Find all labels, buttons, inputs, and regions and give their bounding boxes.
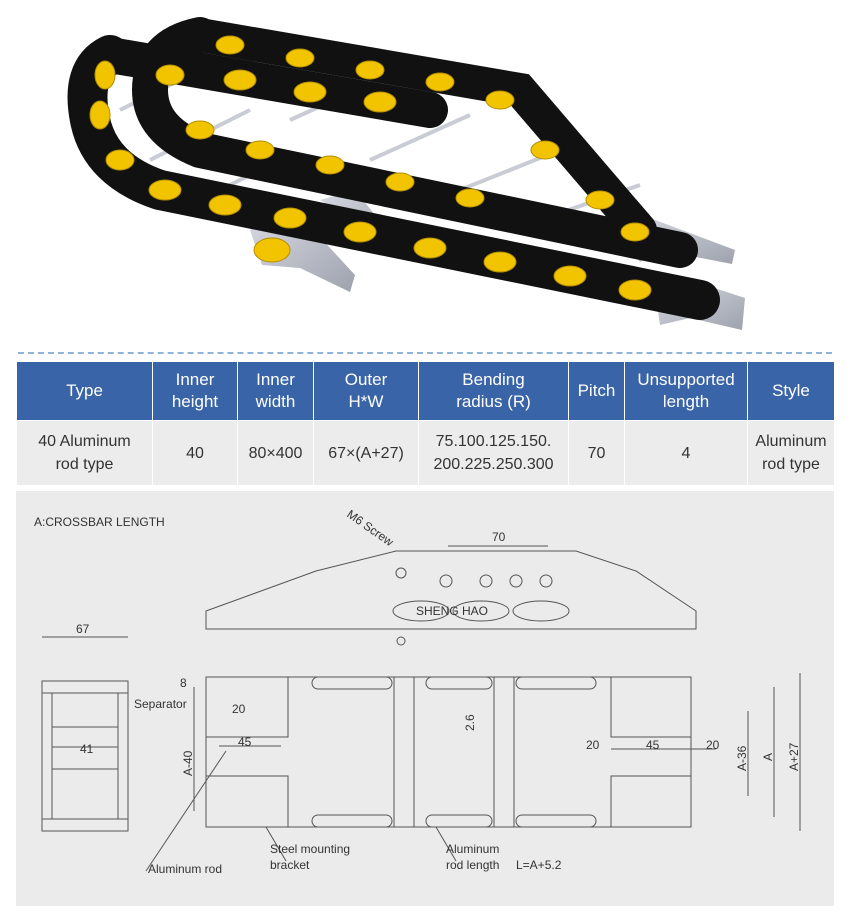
- dim-41-label: 41: [80, 742, 94, 756]
- dim-45b-label: 45: [646, 738, 660, 752]
- cable-carrier-illustration: [67, 17, 745, 330]
- header-label: Pitch: [577, 381, 616, 400]
- header-outer-hw: Outer H*W: [313, 361, 419, 421]
- bracket-label-line2: bracket: [270, 858, 310, 872]
- end-cover-left: [253, 237, 291, 263]
- header-label: Inner height: [171, 370, 219, 411]
- dim-20b-label: 20: [586, 738, 600, 752]
- cell-style: Aluminum rod type: [747, 420, 835, 486]
- header-inner-width: Inner width: [237, 361, 314, 421]
- dim-a-label: A: [761, 753, 775, 761]
- bracket-label-line1: Steel mounting: [270, 842, 350, 856]
- header-label: Inner width: [255, 370, 296, 411]
- header-inner-height: Inner height: [152, 361, 238, 421]
- spec-table: Type Inner height Inner width Outer H*W …: [16, 361, 835, 486]
- cell-value: 67×(A+27): [328, 444, 404, 462]
- header-label: Outer H*W: [344, 370, 388, 411]
- cell-inner-width: 80×400: [237, 420, 314, 486]
- rod-length-label-line1: Aluminum: [446, 842, 499, 856]
- cell-value: Aluminum rod type: [755, 433, 827, 473]
- header-bending-radius: Bending radius (R): [418, 361, 569, 421]
- drawing-title: A:CROSSBAR LENGTH: [34, 515, 165, 529]
- cell-value: 40: [186, 444, 204, 462]
- dim-20-label: 20: [232, 702, 246, 716]
- rod-length-label-line2: rod length: [446, 858, 499, 872]
- table-row: 40 Aluminum rod type 40 80×400 67×(A+27)…: [16, 420, 835, 486]
- technical-drawing: A:CROSSBAR LENGTH M6 Screw 70 67 8 Separ…: [16, 491, 834, 906]
- link-1: [392, 600, 450, 622]
- aluminum-rod-label: Aluminum rod: [148, 862, 222, 876]
- link-3: [512, 600, 570, 622]
- dim-20c-label: 20: [706, 738, 720, 752]
- cell-bending-radius: 75.100.125.150. 200.225.250.300: [418, 420, 569, 486]
- cell-type: 40 Aluminum rod type: [16, 420, 153, 486]
- cell-value: 40 Aluminum rod type: [38, 433, 131, 473]
- header-label: Type: [66, 381, 103, 400]
- link-2: [452, 600, 510, 622]
- header-type: Type: [16, 361, 153, 421]
- header-label: Bending radius (R): [456, 370, 531, 411]
- dim-45-label: 45: [238, 735, 252, 749]
- header-label: Style: [772, 381, 810, 400]
- cell-outer-hw: 67×(A+27): [313, 420, 419, 486]
- product-photo: [0, 0, 850, 345]
- section-divider: [18, 352, 832, 354]
- brand-mark-1: SHENG HAO: [416, 604, 488, 618]
- header-pitch: Pitch: [568, 361, 625, 421]
- drawing-svg: A:CROSSBAR LENGTH M6 Screw 70 67 8 Separ…: [34, 507, 801, 876]
- dim-a27-label: A+27: [787, 742, 801, 771]
- dim-2-6-label: 2.6: [463, 714, 477, 731]
- dim-a40-label: A-40: [181, 750, 195, 776]
- header-label: Unsupported length: [637, 370, 735, 411]
- bracket-elevation: [205, 550, 697, 630]
- cell-value: 70: [587, 444, 606, 462]
- end-view-outline: [41, 680, 129, 832]
- cell-value: 4: [681, 444, 691, 462]
- header-unsupported-length: Unsupported length: [624, 361, 748, 421]
- separator-label: Separator: [134, 697, 187, 711]
- cell-unsupported-length: 4: [624, 420, 748, 486]
- m6-screw-label: M6 Screw: [344, 507, 396, 549]
- dim-8-label: 8: [180, 676, 187, 690]
- dim-a36-label: A-36: [735, 745, 749, 771]
- header-style: Style: [747, 361, 835, 421]
- spec-header-row: Type Inner height Inner width Outer H*W …: [16, 361, 835, 421]
- cell-value: 80×400: [248, 444, 303, 462]
- cell-pitch: 70: [568, 420, 625, 486]
- rod-length-formula: L=A+5.2: [516, 858, 562, 872]
- dim-pitch-label: 70: [492, 530, 506, 544]
- dim-outer-height-label: 67: [76, 622, 90, 636]
- cell-inner-height: 40: [152, 420, 238, 486]
- plan-outline: [205, 676, 692, 828]
- cell-value: 75.100.125.150. 200.225.250.300: [433, 433, 554, 473]
